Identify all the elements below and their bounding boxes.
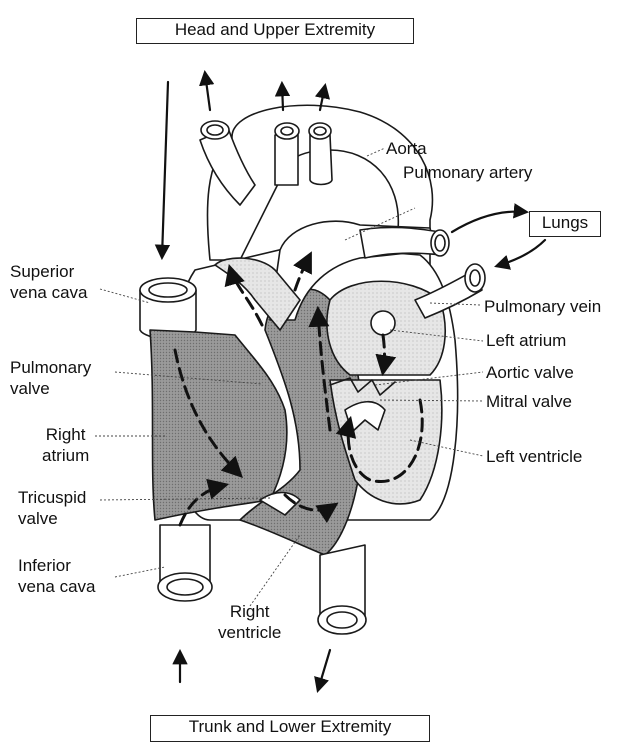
label-right-atrium: Right atrium: [42, 424, 89, 466]
arrow-from-lungs: [497, 240, 545, 266]
label-mitral-valve: Mitral valve: [486, 391, 572, 412]
label-pulmonary-vein: Pulmonary vein: [484, 296, 601, 317]
left-subclavian-artery: [310, 135, 332, 185]
pulmonary-vein-opening: [371, 311, 395, 335]
label-pulmonary-artery: Pulmonary artery: [403, 162, 532, 183]
left-carotid-artery: [275, 135, 298, 185]
label-left-atrium: Left atrium: [486, 330, 566, 351]
label-left-ventricle: Left ventricle: [486, 446, 582, 467]
arrow-to-head-brachiocephalic: [205, 73, 210, 110]
lungs-box: Lungs: [529, 211, 601, 237]
label-pulmonary-valve: Pulmonary valve: [10, 357, 91, 399]
arrow-to-trunk: [318, 650, 330, 690]
arrow-to-lungs: [452, 212, 526, 232]
label-superior-vena-cava: Superior vena cava: [10, 261, 88, 303]
leader-right-ventricle: [250, 535, 300, 606]
pulmonary-artery-to-lungs: [360, 227, 442, 258]
flow-left-atrium-down: [383, 335, 385, 372]
arrow-to-head-carotid: [282, 84, 283, 110]
trunk-lower-extremity-box: Trunk and Lower Extremity: [150, 715, 430, 742]
leader-inferior-vena-cava: [115, 567, 165, 577]
label-aorta: Aorta: [386, 138, 427, 159]
label-aortic-valve: Aortic valve: [486, 362, 574, 383]
arrow-from-head: [162, 82, 168, 257]
label-right-ventricle: Right ventricle: [218, 601, 281, 643]
label-tricuspid-valve: Tricuspid valve: [18, 487, 86, 529]
label-inferior-vena-cava: Inferior vena cava: [18, 555, 96, 597]
head-upper-extremity-box: Head and Upper Extremity: [136, 18, 414, 44]
